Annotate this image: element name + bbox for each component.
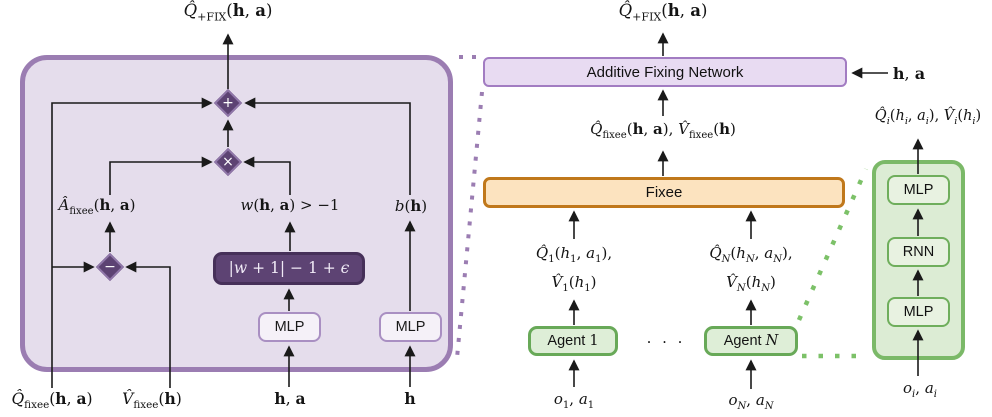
agent1-input-label: o1, a1 <box>553 390 595 411</box>
input-v-fixee-label: V̂fixee(h) <box>122 389 182 412</box>
times-icon: × <box>222 154 234 170</box>
weight-condition-label: w(h, a) > −1 <box>240 196 340 214</box>
afn-input-ha-label: h, a <box>892 64 926 83</box>
advantage-label: Âfixee(h, a) <box>58 196 136 217</box>
agentN-input-label: oN, aN <box>728 391 774 412</box>
fixee-output-label: Q̂fixee(h, a), V̂fixee(h) <box>590 120 736 141</box>
agent-detail-output-label: Q̂i(hi, ai), V̂i(hi) <box>874 108 982 127</box>
input-ha-label: h, a <box>274 389 306 408</box>
bias-label: b(h) <box>394 197 428 215</box>
q-plus-fix-label-left: Q̂+FIX(h, a) <box>183 1 273 24</box>
agent1-q-label: Q̂1(h1, a1), <box>535 244 613 265</box>
agent-detail-input-label: oi, ai <box>903 379 937 400</box>
weight-transform-box: |w + 1| − 1 + ϵ <box>213 252 365 285</box>
agentN-v-label: V̂N(hN) <box>726 273 776 294</box>
agent-n-box: Agent N <box>704 326 798 356</box>
product-node: × <box>213 147 243 177</box>
mlp-bias-box: MLP <box>379 312 442 342</box>
weight-transform-formula: |w + 1| − 1 + ϵ <box>228 258 350 277</box>
mlp-weight-box: MLP <box>258 312 321 342</box>
difference-node: − <box>95 252 125 282</box>
fixee-box: Fixee <box>483 177 845 208</box>
agent1-output-label: Q̂1(h1, a1), V̂1(h1) <box>536 239 612 297</box>
agentN-output-label: Q̂N(hN, aN), V̂N(hN) <box>709 239 792 297</box>
agent-mlp-top-box: MLP <box>887 175 950 205</box>
agent-1-box-label: Agent 1 <box>547 332 599 349</box>
sum-node: + <box>213 88 243 118</box>
agentN-q-label: Q̂N(hN, aN), <box>709 244 793 265</box>
agent-rnn-box: RNN <box>887 237 950 267</box>
input-h-label: h <box>404 389 416 408</box>
agent-1-box: Agent 1 <box>528 326 618 356</box>
agent1-v-label: V̂1(h1) <box>551 273 597 294</box>
q-plus-fix-label-right: Q̂+FIX(h, a) <box>618 1 708 24</box>
agent-mlp-bottom-box: MLP <box>887 297 950 327</box>
minus-icon: − <box>104 259 116 275</box>
additive-fixing-network-box: Additive Fixing Network <box>483 57 847 87</box>
plus-icon: + <box>222 95 234 111</box>
input-q-fixee-label: Q̂fixee(h, a) <box>11 389 93 412</box>
agent-n-box-label: Agent N <box>723 332 779 349</box>
agents-ellipsis: . . . <box>646 329 686 347</box>
